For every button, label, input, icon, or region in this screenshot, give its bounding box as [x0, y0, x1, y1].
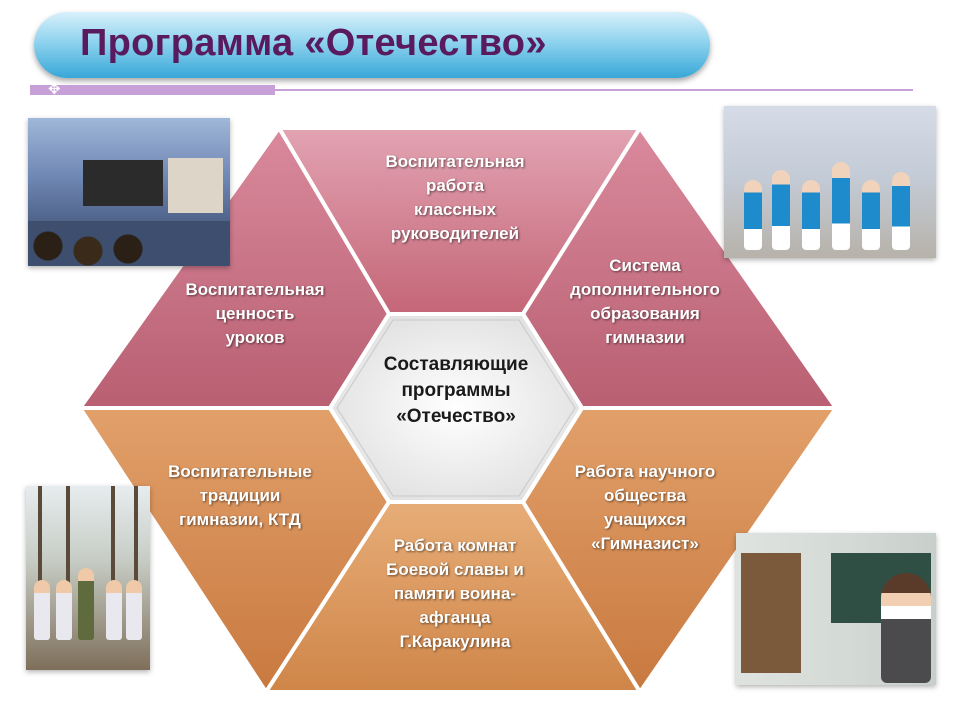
segment-upper-left-label: Воспитательная ценность уроков: [185, 280, 325, 347]
center-label: Составляющие программы «Отечество»: [383, 354, 529, 427]
title-bar: [34, 12, 710, 78]
student-presentation-photo: [736, 533, 936, 685]
outdoor-tradition-photo: [26, 486, 150, 670]
segment-lower-left-label: Воспитательные традиции гимназии, КТД: [168, 462, 312, 529]
slide-title: Программа «Отечество»: [80, 22, 547, 64]
center-hexagon-shape: [327, 312, 585, 504]
bullet-mark-icon: ✥: [48, 81, 61, 98]
accent-rule-thick: [30, 85, 275, 95]
classroom-lesson-photo: [28, 118, 230, 266]
segment-lower-right-label: Работа научного общества учащихся «Гимна…: [574, 462, 716, 553]
segment-top-label: Воспитательная работа классных руководит…: [385, 152, 525, 243]
segment-upper-right-label: Система дополнительного образования гимн…: [570, 256, 720, 347]
accent-rule-thin: [275, 89, 913, 91]
cheerleaders-photo: [724, 106, 936, 258]
segment-bottom-label: Работа комнат Боевой славы и памяти воин…: [386, 536, 524, 651]
